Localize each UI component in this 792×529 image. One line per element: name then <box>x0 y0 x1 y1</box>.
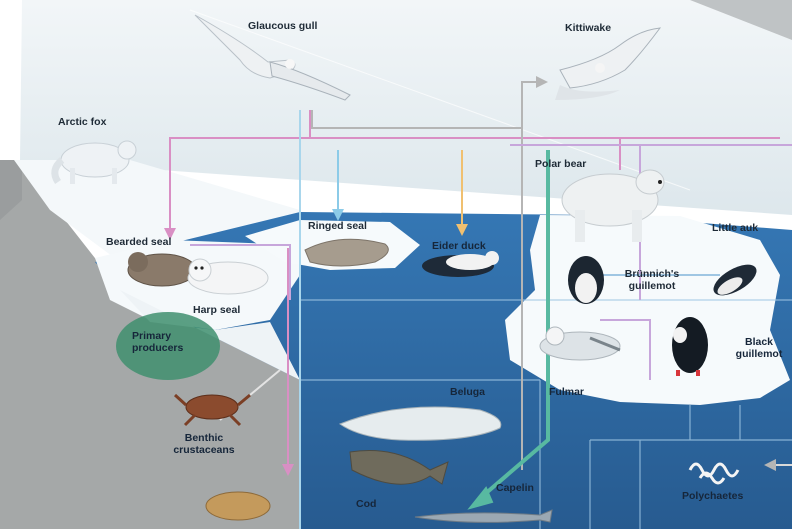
label-brunnichs-guillemot: Brünnich's guillemot <box>608 268 696 292</box>
label-benthic-crustaceans: Benthic crustaceans <box>162 432 246 456</box>
label-capelin: Capelin <box>496 482 534 494</box>
label-polychaetes: Polychaetes <box>682 490 743 502</box>
label-beluga: Beluga <box>450 386 485 398</box>
label-glaucous-gull: Glaucous gull <box>248 20 317 32</box>
label-cod: Cod <box>356 498 376 510</box>
label-fulmar: Fulmar <box>549 386 584 398</box>
brunnichs-guillemot-figure <box>568 256 604 304</box>
flatfish-figure <box>206 492 270 520</box>
label-eider-duck: Eider duck <box>432 240 486 252</box>
label-arctic-fox: Arctic fox <box>58 116 106 128</box>
label-primary-producers: Primary producers <box>132 330 204 354</box>
label-black-guillemot: Black guillemot <box>728 336 790 360</box>
label-polar-bear: Polar bear <box>535 158 586 170</box>
label-bearded-seal: Bearded seal <box>106 236 171 248</box>
label-little-auk: Little auk <box>712 222 758 234</box>
label-harp-seal: Harp seal <box>193 304 240 316</box>
label-kittiwake: Kittiwake <box>565 22 611 34</box>
label-ringed-seal: Ringed seal <box>308 220 367 232</box>
